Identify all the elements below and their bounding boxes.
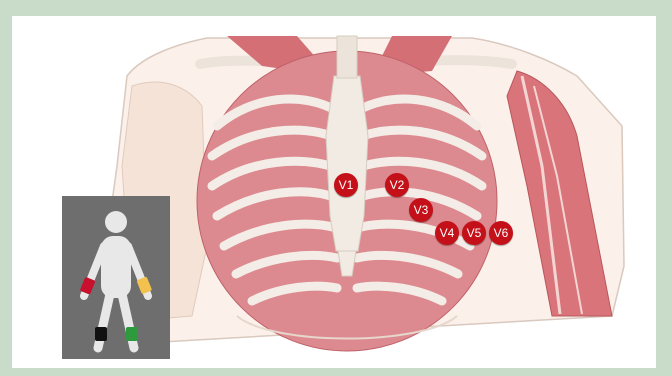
electrode-v4: V4 — [435, 221, 459, 245]
electrode-v6: V6 — [489, 221, 513, 245]
sternum — [326, 76, 368, 251]
limb-lead-figure — [62, 196, 170, 359]
limb-lead-inset — [62, 196, 170, 359]
illustration-panel: V1 V2 V3 V4 V5 V6 — [12, 16, 656, 368]
figure-head — [105, 211, 127, 233]
electrode-v3: V3 — [409, 198, 433, 222]
electrode-v2: V2 — [385, 173, 409, 197]
right-leg-electrode — [95, 327, 107, 341]
left-leg-electrode — [126, 327, 138, 341]
electrode-v5: V5 — [462, 221, 486, 245]
spine-top — [337, 36, 357, 78]
electrode-v1: V1 — [334, 173, 358, 197]
